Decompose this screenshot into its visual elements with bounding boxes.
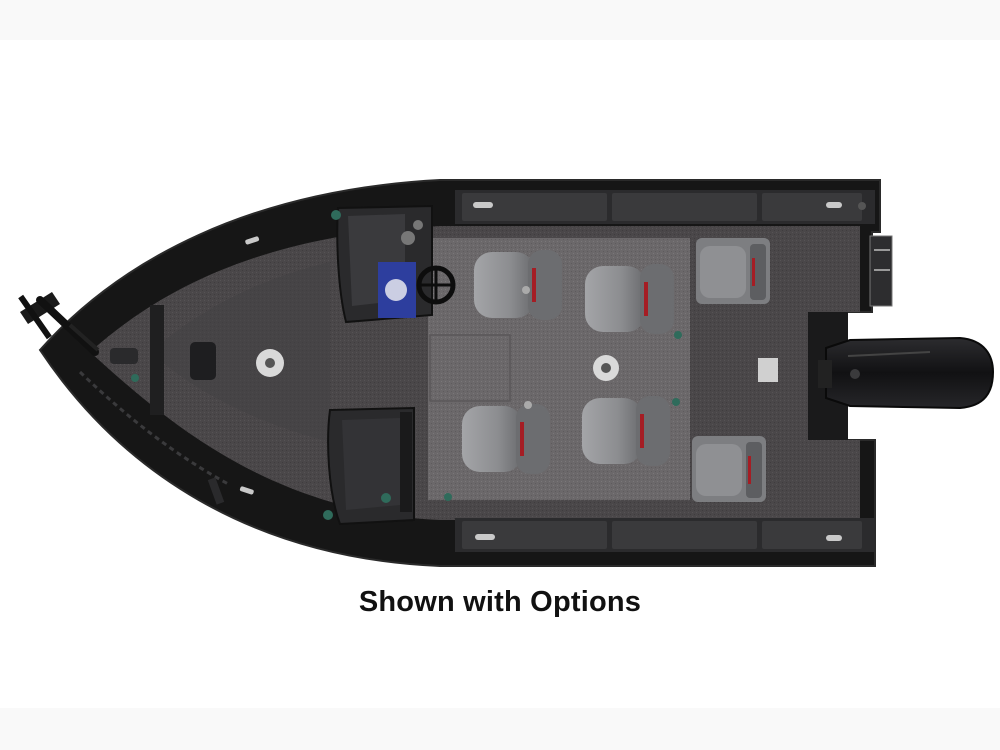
outboard-motor-icon bbox=[818, 336, 995, 410]
floor-hatch bbox=[429, 334, 511, 402]
steering-wheel-icon bbox=[416, 265, 456, 305]
image-caption: Shown with Options bbox=[358, 586, 642, 618]
seat-icon bbox=[462, 238, 770, 502]
top-band bbox=[0, 0, 1000, 40]
rear-hatch-hardware bbox=[758, 358, 778, 382]
trolling-motor-icon bbox=[18, 292, 100, 356]
bottom-band bbox=[0, 708, 1000, 750]
